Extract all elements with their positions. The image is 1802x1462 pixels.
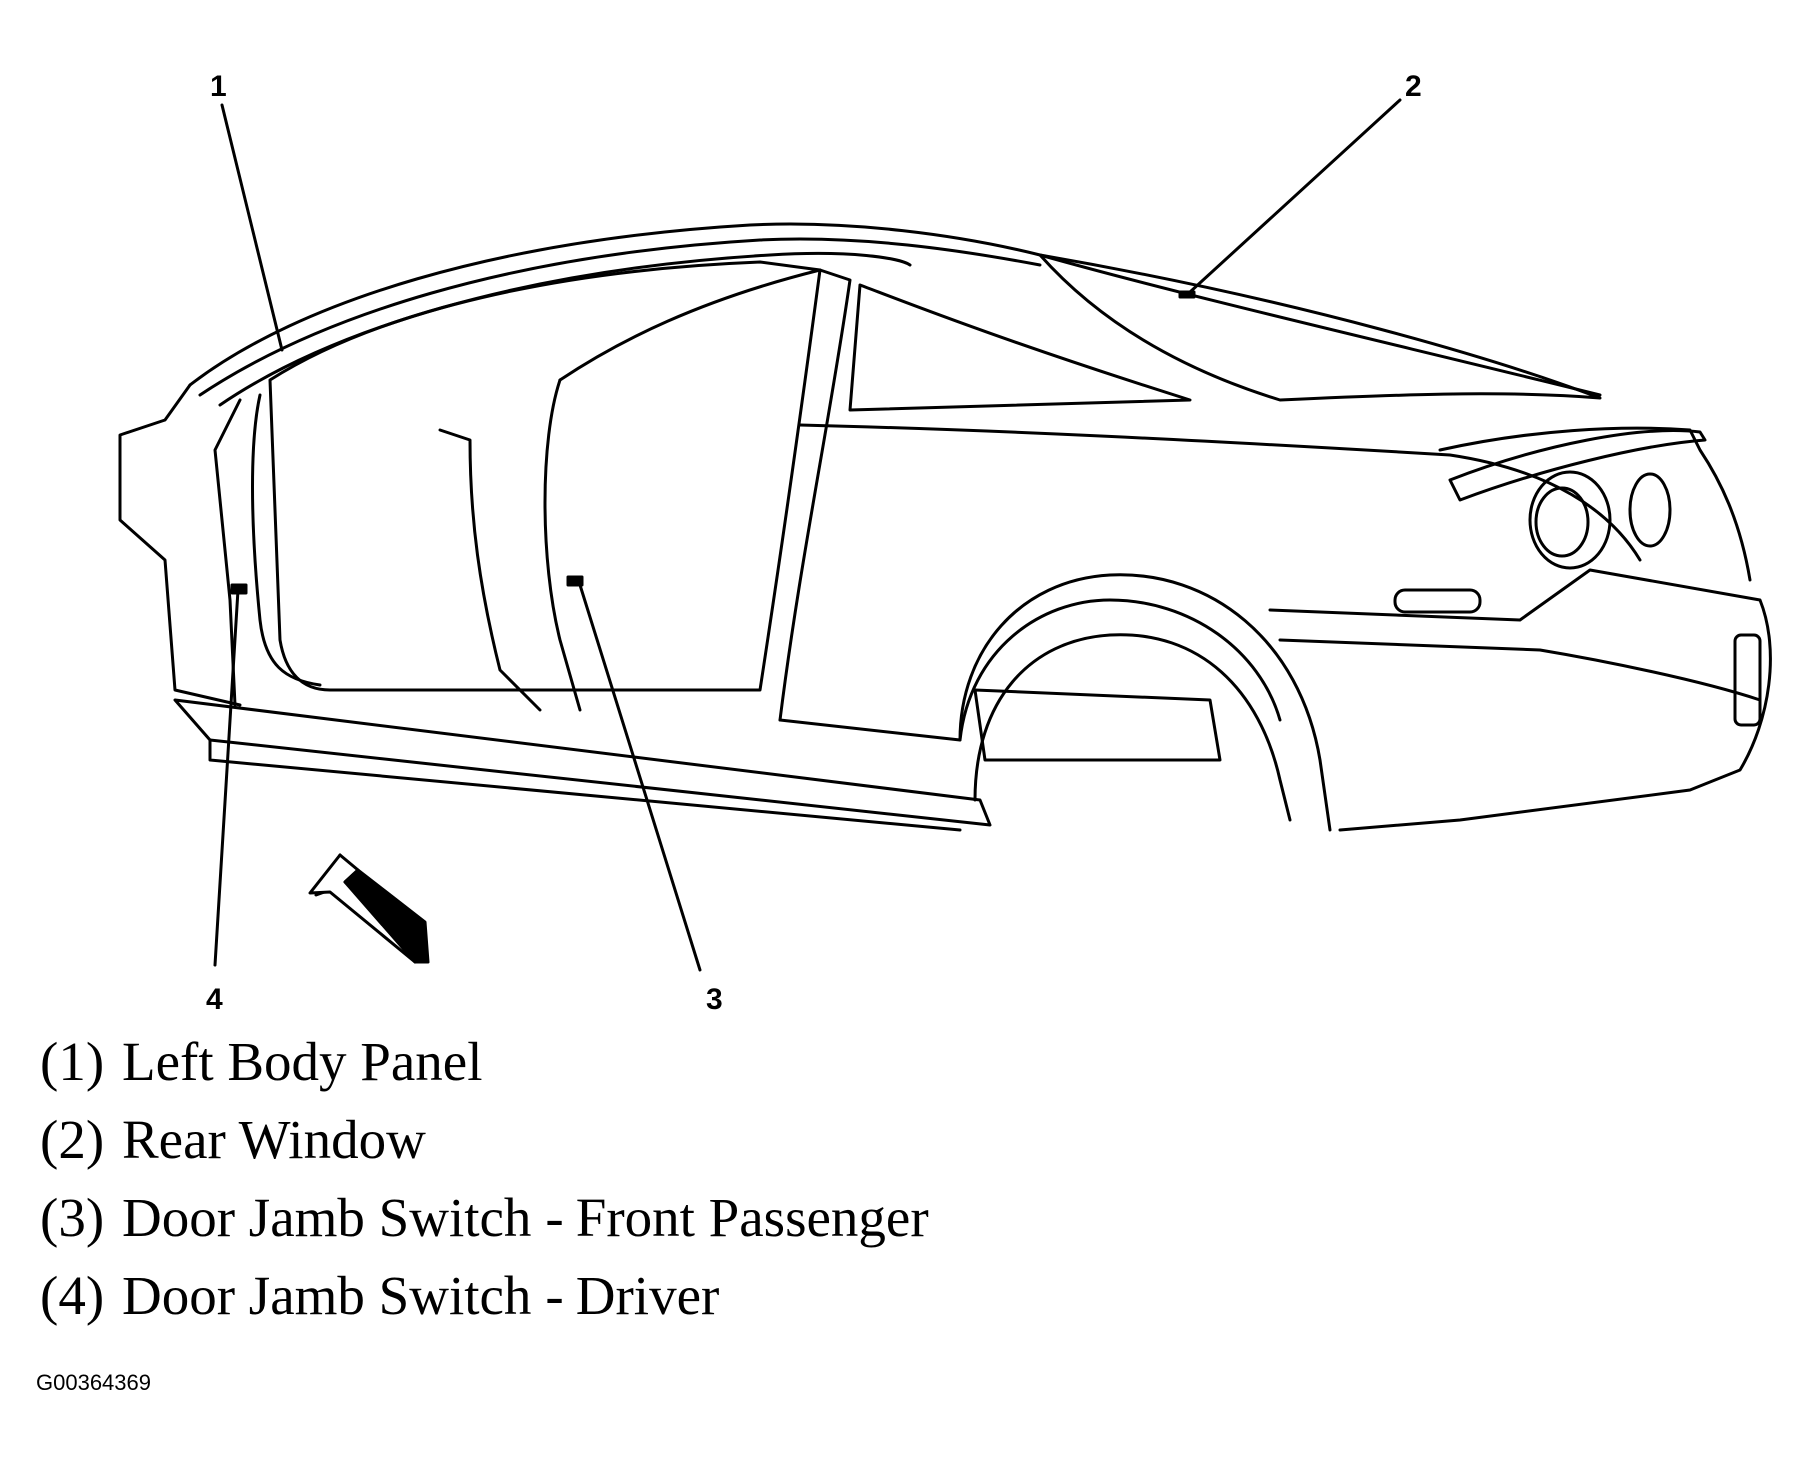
roof-rail bbox=[218, 251, 912, 407]
legend-separator: - bbox=[545, 1265, 564, 1326]
roof-inner-line bbox=[198, 237, 1042, 397]
a-pillar-detail bbox=[251, 393, 322, 687]
legend-text: Door Jamb Switch bbox=[122, 1187, 532, 1248]
body-side-mid bbox=[778, 598, 1282, 742]
wheel-well bbox=[973, 688, 1222, 762]
a-pillar-inner bbox=[213, 398, 242, 707]
b-pillar-edge bbox=[558, 268, 822, 382]
wheel-arch-outer bbox=[958, 573, 1332, 832]
a-pillar bbox=[118, 383, 242, 707]
legend-text: Left Body Panel bbox=[122, 1031, 483, 1092]
legend-detail: Front Passenger bbox=[575, 1187, 929, 1248]
callout-2: 2 bbox=[1405, 70, 1422, 103]
legend-text: Rear Window bbox=[122, 1109, 426, 1170]
passenger-door-jamb-switch bbox=[566, 575, 584, 587]
side-marker bbox=[1393, 588, 1482, 614]
leader-line-4 bbox=[213, 588, 240, 967]
legend-item: (2) Rear Window bbox=[40, 1108, 929, 1186]
tail-lamp-inner bbox=[1534, 486, 1590, 558]
rear-window-marker bbox=[1178, 290, 1196, 299]
callout-1: 1 bbox=[210, 70, 227, 103]
figure-id: G00364369 bbox=[36, 1370, 151, 1395]
callout-4: 4 bbox=[206, 983, 223, 1016]
leader-line-3 bbox=[578, 583, 702, 972]
b-pillar-face bbox=[438, 428, 542, 712]
legend-number: (2) bbox=[40, 1109, 105, 1170]
leader-line-2 bbox=[1188, 98, 1402, 294]
legend-item: (1) Left Body Panel bbox=[40, 1030, 929, 1108]
bumper-line bbox=[1278, 638, 1762, 702]
legend-number: (4) bbox=[40, 1265, 105, 1326]
legend-separator: - bbox=[545, 1187, 564, 1248]
forward-arrow-icon bbox=[308, 853, 430, 964]
rocker-panel bbox=[173, 698, 992, 827]
b-pillar bbox=[778, 268, 852, 722]
callout-3: 3 bbox=[706, 983, 723, 1016]
legend-detail: Driver bbox=[575, 1265, 720, 1326]
legend-number: (1) bbox=[40, 1031, 105, 1092]
legend-item: (3) Door Jamb Switch - Front Passenger bbox=[40, 1186, 929, 1264]
spoiler bbox=[1448, 429, 1707, 502]
legend-item: (4) Door Jamb Switch - Driver bbox=[40, 1264, 929, 1342]
tail-lamp-outer bbox=[1528, 470, 1612, 570]
wheel-arch-inner bbox=[973, 633, 1292, 822]
car-body-diagram bbox=[118, 98, 1772, 972]
quarter-window bbox=[848, 283, 1192, 412]
body-side-upper bbox=[798, 423, 1642, 562]
leader-line-1 bbox=[220, 103, 284, 352]
legend-text: Door Jamb Switch bbox=[122, 1265, 532, 1326]
door-opening bbox=[268, 260, 822, 692]
legend: (1) Left Body Panel (2) Rear Window (3) … bbox=[40, 1030, 929, 1342]
rear-window-shape bbox=[1038, 253, 1602, 402]
b-pillar-inner bbox=[543, 378, 582, 712]
tail-lamp-right bbox=[1628, 472, 1672, 548]
legend-number: (3) bbox=[40, 1187, 105, 1248]
roof-outline bbox=[188, 222, 1602, 397]
rocker-lower bbox=[208, 738, 962, 832]
rear-reflector bbox=[1733, 633, 1762, 727]
rear-bumper bbox=[1268, 568, 1772, 832]
